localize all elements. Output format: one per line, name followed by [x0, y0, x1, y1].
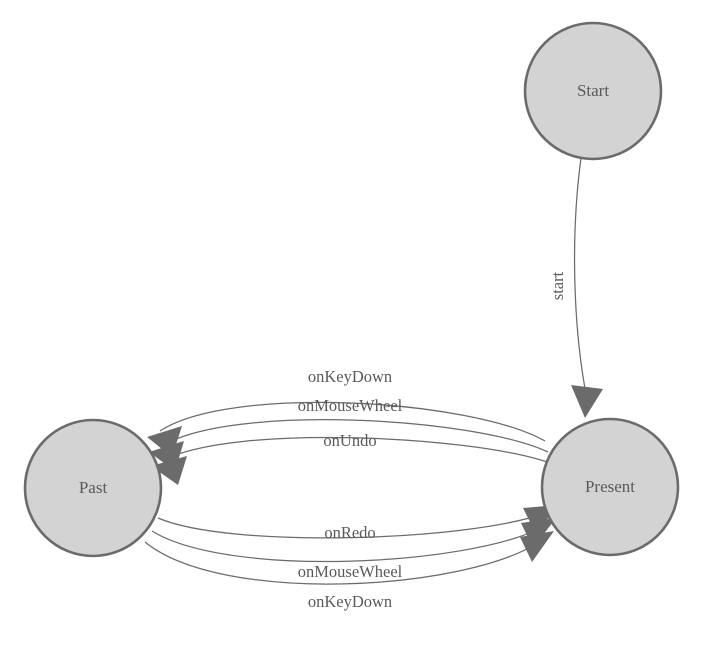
edge-present-to-past-onundo-path: [163, 436, 548, 463]
node-start-circle: [523, 21, 663, 161]
node-past-circle: [23, 418, 163, 558]
edge-label-present-past-onkeydown: onKeyDown: [308, 367, 392, 386]
edge-past-to-present-onkeydown-path: [144, 540, 542, 585]
edge-start-to-present[interactable]: [571, 157, 603, 418]
edge-present-to-past-onkeydown-path: [159, 401, 546, 442]
edge-present-to-past-onundo[interactable]: [151, 436, 548, 485]
edge-labels-layer: start onKeyDown onMouseWheel onUndo onRe…: [298, 271, 567, 610]
edge-label-past-present-onmousewheel: onMouseWheel: [298, 562, 403, 581]
edges-layer: [144, 157, 603, 585]
edge-label-present-past-onundo: onUndo: [323, 431, 376, 450]
nodes-layer: Start Past Present: [23, 21, 680, 558]
edge-label-past-present-onredo: onRedo: [324, 523, 375, 542]
edge-past-to-present-onkeydown-arrowhead: [520, 531, 554, 562]
edge-start-to-present-arrowhead: [571, 385, 603, 418]
node-past-label: Past: [79, 478, 108, 497]
node-start-label: Start: [577, 81, 609, 100]
node-present-label: Present: [585, 477, 635, 496]
node-start[interactable]: Start: [523, 21, 663, 161]
node-past[interactable]: Past: [23, 418, 163, 558]
edge-past-to-present-onmousewheel-path: [151, 526, 544, 563]
edge-present-to-past-onundo-arrowhead: [151, 456, 187, 485]
edge-label-past-present-onkeydown: onKeyDown: [308, 592, 392, 611]
edge-past-to-present-onredo-path: [157, 512, 546, 539]
edge-label-start: start: [548, 271, 567, 300]
edge-present-to-past-onmousewheel-path: [161, 419, 549, 453]
edge-past-to-present-onkeydown[interactable]: [144, 531, 554, 585]
edge-label-present-past-onmousewheel: onMouseWheel: [298, 396, 403, 415]
node-present[interactable]: Present: [540, 417, 680, 557]
edge-start-to-present-path: [573, 157, 587, 395]
node-present-circle: [540, 417, 680, 557]
